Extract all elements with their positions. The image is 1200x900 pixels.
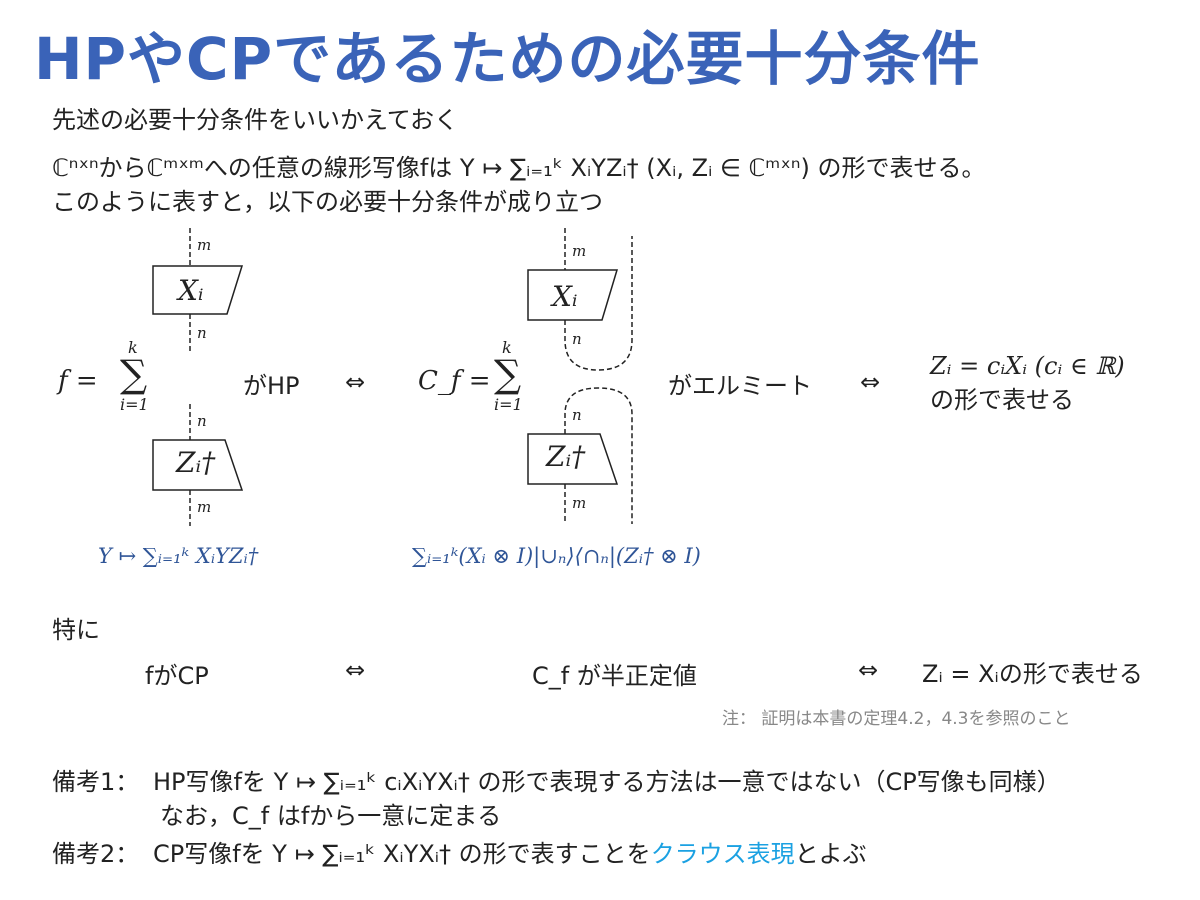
left-tensor-diagram xyxy=(152,228,244,526)
x-box-left xyxy=(152,265,244,315)
right-z-label: Zᵢ† xyxy=(546,440,586,473)
iff-arrow-4: ⇔ xyxy=(858,656,879,684)
especially-label: 特に xyxy=(52,616,100,644)
sum-symbol-left: ∑ xyxy=(120,352,148,396)
cf-equals: C_f = xyxy=(418,366,491,396)
z-box-right xyxy=(527,433,619,485)
intro-line-3: このように表すと，以下の必要十分条件が成り立つ xyxy=(52,188,604,216)
remark-2-label: 備考2： xyxy=(52,840,140,868)
remark-1-text: HP写像fを Y ↦ ∑ᵢ₌₁ᵏ cᵢXᵢYXᵢ† の形で表現する方法は一意では… xyxy=(153,768,1061,796)
sum-lower-right: i=1 xyxy=(494,395,523,414)
intro-line-2: ℂⁿˣⁿからℂᵐˣᵐへの任意の線形写像fは Y ↦ ∑ᵢ₌₁ᵏ XᵢYZᵢ† (… xyxy=(52,154,986,182)
condition-line-2: の形で表せる xyxy=(930,386,1074,414)
right-m2-label: m xyxy=(572,494,587,512)
caption-right: ∑ᵢ₌₁ᵏ(Xᵢ ⊗ I)|∪ₙ⟩⟨∩ₙ|(Zᵢ† ⊗ I) xyxy=(412,544,701,568)
x-box-right xyxy=(527,269,619,321)
right-m-label: m xyxy=(572,242,587,260)
z-box-left xyxy=(152,439,244,491)
remark-1-label: 備考1： xyxy=(52,768,140,796)
right-x-label: Xᵢ xyxy=(552,280,578,313)
iff-arrow-3: ⇔ xyxy=(345,656,366,684)
left-m2-label: m xyxy=(197,498,212,516)
hermite-text: がエルミート xyxy=(668,372,812,400)
proof-note: 注： 証明は本書の定理4.2，4.3を参照のこと xyxy=(722,709,1071,729)
page-title: HPやCPであるための必要十分条件 xyxy=(34,25,981,93)
right-n-label: n xyxy=(572,330,582,348)
condition-line-1: Zᵢ = cᵢXᵢ (cᵢ ∈ ℝ) xyxy=(930,352,1125,380)
hp-text: がHP xyxy=(243,372,300,400)
intro-line-1: 先述の必要十分条件をいいかえておく xyxy=(52,106,459,134)
sum-lower-left: i=1 xyxy=(120,395,149,414)
caption-left: Y ↦ ∑ᵢ₌₁ᵏ XᵢYZᵢ† xyxy=(98,544,259,568)
left-n2-label: n xyxy=(197,412,207,430)
left-x-label: Xᵢ xyxy=(178,274,204,307)
cap-wire xyxy=(564,387,633,524)
sum-upper-right: k xyxy=(502,338,512,357)
left-z-label: Zᵢ† xyxy=(176,446,216,479)
f-equals: f = xyxy=(58,366,98,396)
remark-2-text: CP写像fを Y ↦ ∑ᵢ₌₁ᵏ XᵢYXᵢ† の形で表すことをクラウス表現とよ… xyxy=(153,834,867,869)
left-m-label: m xyxy=(197,236,212,254)
remark-2-text-a: CP写像fを Y ↦ ∑ᵢ₌₁ᵏ XᵢYXᵢ† の形で表すことを xyxy=(153,840,651,868)
f-cp-text: fがCP xyxy=(145,662,209,690)
right-tensor-diagram xyxy=(527,228,633,524)
cf-psd-text: C_f が半正定値 xyxy=(532,662,697,690)
kraus-representation-term: クラウス表現 xyxy=(650,840,795,868)
right-n2-label: n xyxy=(572,406,582,424)
iff-arrow-2: ⇔ xyxy=(860,368,881,396)
remark-1-text-2: なお，C_f はfから一意に定まる xyxy=(160,802,502,830)
remark-2-text-b: とよぶ xyxy=(794,840,867,868)
left-n-label: n xyxy=(197,324,207,342)
z-equals-x-text: Zᵢ = Xᵢの形で表せる xyxy=(922,660,1143,688)
iff-arrow-1: ⇔ xyxy=(345,368,366,396)
sum-symbol-right: ∑ xyxy=(494,352,522,396)
sum-upper-left: k xyxy=(128,338,138,357)
